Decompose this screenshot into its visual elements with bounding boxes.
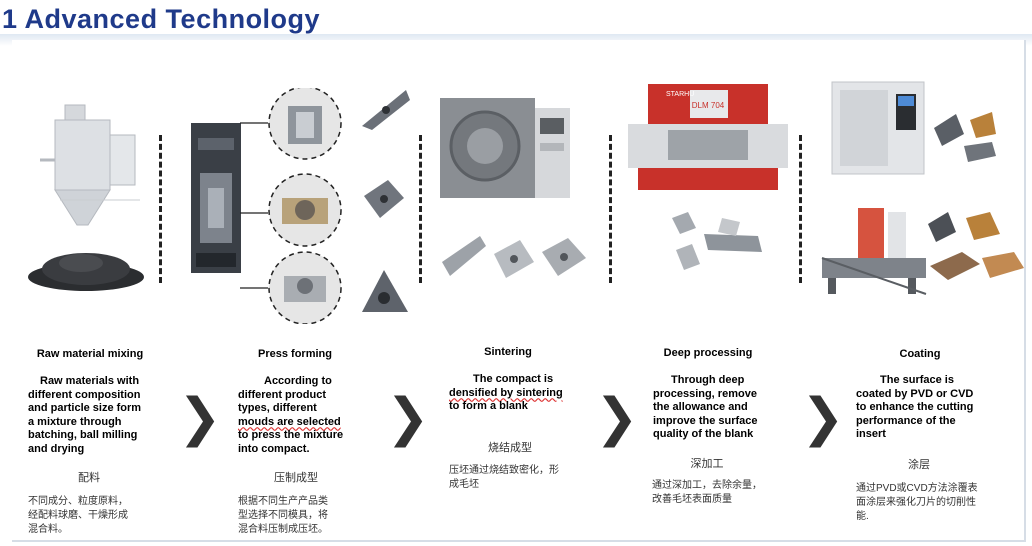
separator-1	[159, 135, 162, 283]
step-cn-desc-raw-material: 不同成分、粒度原料， 经配料球磨、干燥形成 混合料。	[28, 496, 128, 535]
sintering-furnace-illustration	[440, 88, 570, 206]
separator-2	[419, 135, 422, 283]
chevron-right-icon: ❯	[595, 388, 639, 448]
cvd-coating-line	[818, 204, 930, 300]
insert-trigon-2	[358, 268, 410, 320]
step-cn-title-deep-processing: 深加工	[690, 458, 724, 470]
deep-processing-machine: DLM 704 STARHU	[628, 82, 788, 194]
deep-brand-label: STARHU	[666, 91, 694, 98]
chevron-right-icon: ❯	[386, 388, 430, 448]
step-title-press-forming: Press forming	[258, 348, 332, 360]
chevron-right-icon: ❯	[178, 388, 222, 448]
step-desc-press-forming: According to different product types, di…	[238, 375, 344, 455]
press-machine-illustration	[186, 118, 246, 278]
spray-dryer-illustration	[30, 100, 150, 235]
step-cn-title-raw-material: 配料	[78, 472, 100, 484]
step-desc-coating: The surface is coated by PVD or CVD to e…	[856, 374, 974, 440]
page-title: 1 Advanced Technology	[2, 4, 321, 34]
step-cn-desc-sintering: 压坯通过烧结致密化，形 成毛坯	[449, 465, 559, 490]
step-cn-desc-coating: 通过PVD或CVD方法涂覆表 面涂层来强化刀片的切削性 能.	[856, 483, 978, 522]
separator-3	[609, 135, 612, 283]
pvd-coating-machine	[830, 80, 926, 176]
step-title-deep-processing: Deep processing	[663, 347, 753, 359]
processed-inserts	[662, 208, 772, 284]
step-desc-sintering: The compact is densified by sintering to…	[449, 373, 563, 412]
step-cn-desc-press-forming: 根据不同生产产品类 型选择不同模具，将 混合料压制成压坯。	[238, 496, 328, 535]
step-desc-raw-material: Raw materials with different composition…	[28, 375, 142, 455]
step-cn-desc-deep-processing: 通过深加工，去除余量， 改善毛坯表面质量	[652, 480, 762, 505]
step-title-raw-material: Raw material mixing	[36, 348, 144, 360]
insert-square	[358, 176, 408, 222]
insert-trigon-1	[358, 86, 414, 132]
press-detail-circles	[240, 88, 350, 324]
step-cn-title-coating: 涂层	[908, 459, 930, 471]
deep-model-label: DLM 704	[692, 101, 725, 110]
chevron-right-icon: ❯	[801, 388, 845, 448]
step-cn-title-press-forming: 压制成型	[274, 472, 318, 484]
separator-4	[799, 135, 802, 283]
step-title-sintering: Sintering	[484, 346, 532, 358]
step-title-coating: Coating	[899, 348, 941, 360]
powder-pile-illustration	[26, 243, 146, 293]
step-desc-deep-processing: Through deep processing, remove the allo…	[653, 374, 758, 440]
coated-inserts	[926, 108, 1028, 284]
step-cn-title-sintering: 烧结成型	[488, 442, 532, 454]
sintered-blanks	[440, 232, 590, 284]
